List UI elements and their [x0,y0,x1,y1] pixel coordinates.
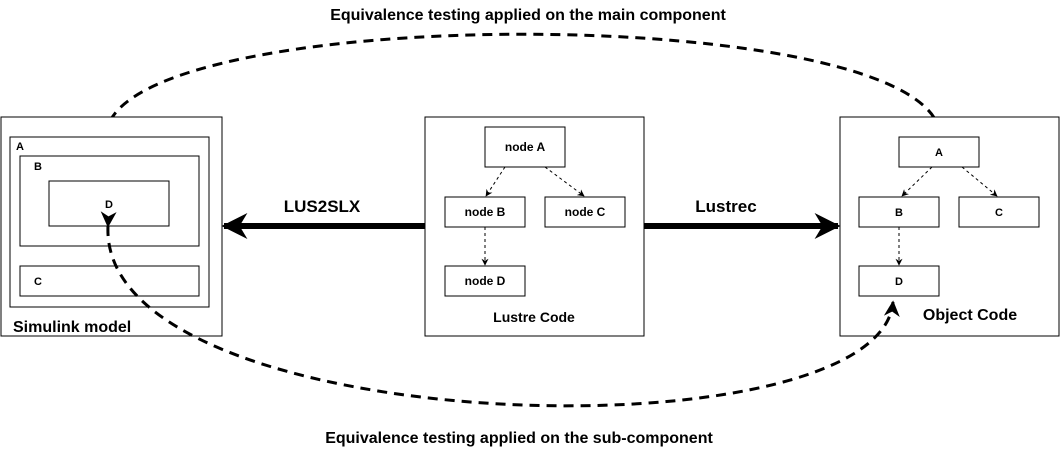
lustre-node-c-label: node C [565,205,606,219]
object-node-a-label: A [935,147,943,159]
object-edge-a-b [901,166,933,197]
lus2slx-label: LUS2SLX [284,197,361,216]
simulink-caption: Simulink model [13,319,131,336]
lustre-node-d-label: node D [465,274,506,288]
object-code-panel: A B C D [839,116,1060,337]
lustre-code-panel: node A node B node C node D [424,116,645,337]
simulink-block-b-label: B [34,161,42,173]
bottom-banner-label: Equivalence testing applied on the sub-c… [325,430,713,447]
simulink-block-a-label: A [16,141,24,153]
simulink-model-panel: A B D C [0,116,223,337]
top-banner-label: Equivalence testing applied on the main … [330,7,726,24]
object-node-c [958,196,1040,228]
object-node-a [898,136,980,168]
object-node-b-label: B [895,207,903,219]
object-node-d-label: D [895,276,903,288]
lustre-edge-a-c [544,166,585,197]
lustre-node-a [484,126,566,168]
simulink-block-d-label: D [105,199,113,211]
lustre-node-a-label: node A [505,140,546,154]
lustrec-label: Lustrec [695,197,756,216]
simulink-block-c-label: C [34,276,42,288]
object-node-c-label: C [995,207,1003,219]
object-code-caption: Object Code [923,307,1017,324]
simulink-block-c [19,265,200,297]
lustre-caption: Lustre Code [493,309,575,325]
main-component-equivalence-arrow [97,32,948,152]
lustre-node-b-label: node B [465,205,506,219]
object-edge-a-c [961,166,998,197]
